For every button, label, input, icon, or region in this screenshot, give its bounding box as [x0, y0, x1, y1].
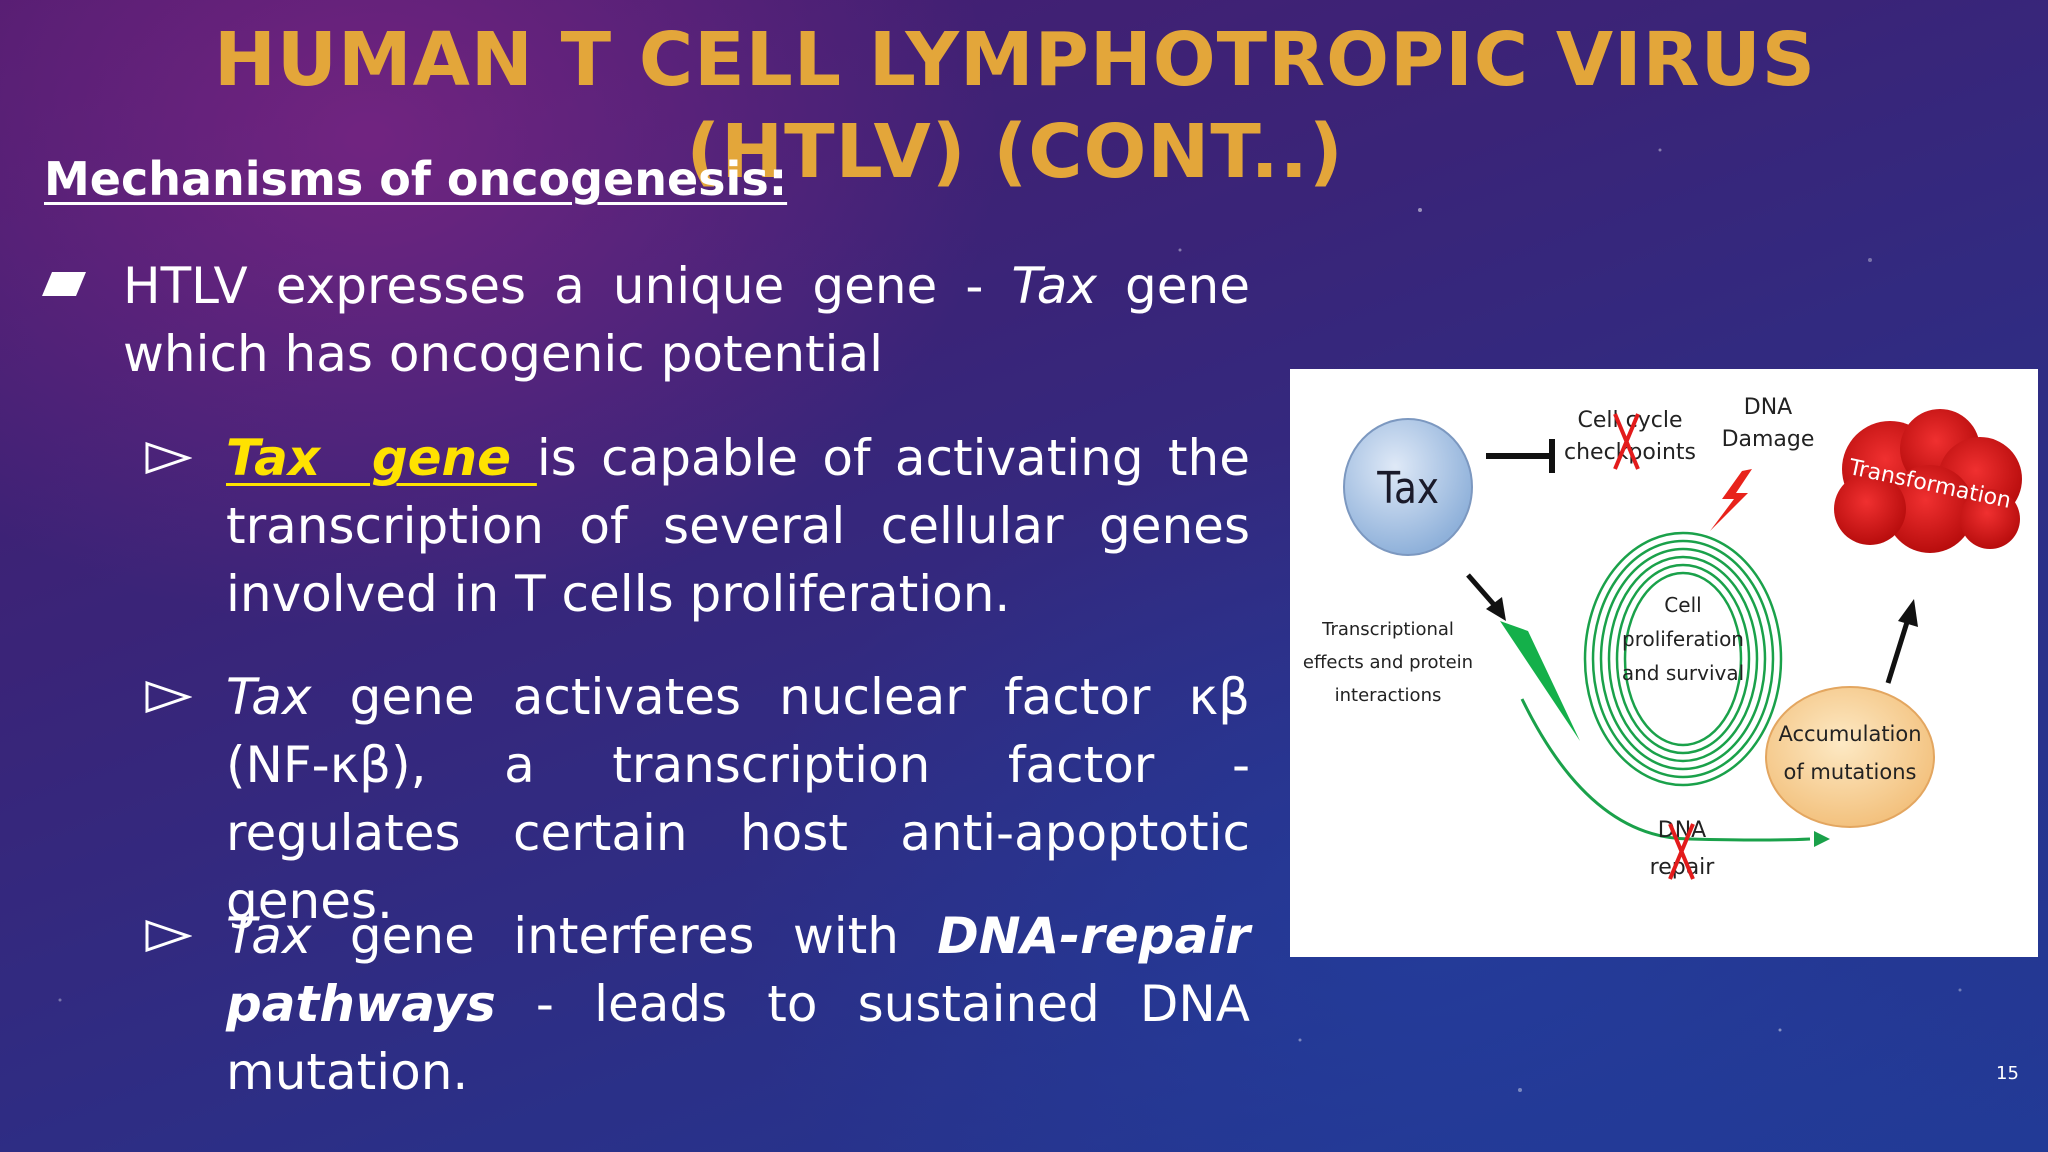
- section-subheading: Mechanisms of oncogenesis:: [44, 152, 788, 206]
- accumulation-to-transformation-arrowhead: [1898, 599, 1918, 627]
- accumulation-to-transformation-arrow: [1885, 618, 1911, 684]
- page-number: 15: [1996, 1063, 2019, 1084]
- sub-bullet-arrow-icon: [145, 919, 192, 953]
- bullet-main-text-2: gene which has oncogenic potential: [123, 257, 1250, 383]
- transcriptional-label-2: effects and protein: [1303, 652, 1473, 673]
- sub-bullet-3-italic: Tax: [226, 907, 312, 965]
- dna-damage-label-1: DNA: [1744, 395, 1792, 420]
- tax-label: Tax: [1376, 462, 1439, 514]
- sub-bullet-3-text-2: - leads to sustained DNA mutation.: [226, 975, 1250, 1101]
- slide-title: HUMAN T CELL LYMPHOTROPIC VIRUS (HTLV) (…: [213, 17, 1817, 195]
- tax-protein-circle: [1343, 418, 1473, 556]
- red-x-icon: [1613, 413, 1640, 470]
- green-wedge: [1500, 621, 1580, 741]
- tax-to-effects-arrowhead: [1486, 597, 1506, 621]
- spiral-tail-arrowhead: [1814, 831, 1830, 847]
- cell-prolif-label-1: Cell: [1664, 593, 1701, 617]
- transcriptional-label-3: interactions: [1335, 685, 1442, 706]
- bullet-main-italic: Tax: [1011, 257, 1097, 315]
- spiral-tail: [1520, 698, 1811, 842]
- accumulation-circle: [1765, 686, 1935, 828]
- dna-damage-label-2: Damage: [1722, 427, 1815, 452]
- sub-bullet-1: Tax gene is capable of activating the tr…: [226, 424, 1250, 628]
- cell-cycle-spiral: [1583, 531, 1783, 787]
- tax-oncogenesis-diagram: Tax Cell cycle checkpoints DNA Damage Ce…: [1290, 369, 2038, 957]
- dna-repair-label-2: repair: [1650, 855, 1716, 880]
- red-x-icon: [1668, 823, 1695, 880]
- sub-bullet-3: Tax gene interferes with DNA-repair path…: [226, 902, 1250, 1106]
- transformation-cloud-icon: [1834, 409, 2022, 553]
- cell-prolif-label-3: and survival: [1622, 661, 1744, 685]
- sub-bullet-1-text: is capable of activating the transcripti…: [226, 429, 1250, 623]
- sub-bullet-2-italic: Tax: [226, 668, 312, 726]
- accumulation-label-2: of mutations: [1784, 760, 1917, 784]
- sub-bullet-arrow-icon: [145, 441, 192, 475]
- transcriptional-label-1: Transcriptional: [1321, 619, 1454, 640]
- sub-bullet-arrow-icon: [145, 680, 192, 714]
- sub-bullet-3-text-1: gene interferes with: [311, 907, 938, 965]
- diagram-svg: Tax Cell cycle checkpoints DNA Damage Ce…: [1303, 395, 2022, 880]
- bullet-marker-icon: [42, 272, 86, 296]
- sub-bullet-2: Tax gene activates nuclear factor κβ (NF…: [226, 663, 1250, 935]
- tax-to-effects-arrow: [1466, 573, 1498, 609]
- lightning-bolt-icon: [1710, 469, 1752, 531]
- cell-prolif-label-2: proliferation: [1622, 627, 1744, 651]
- accumulation-label-1: Accumulation: [1778, 722, 1921, 746]
- dna-repair-label-1: DNA: [1658, 818, 1706, 843]
- sub-bullet-2-text: gene activates nuclear factor κβ (NF-κβ)…: [226, 668, 1250, 930]
- tax-gene-highlight: Tax gene: [226, 429, 537, 487]
- bullet-main-text-1: HTLV expresses a unique gene -: [123, 257, 1012, 315]
- dna-repair-pathways-emphasis: DNA-repair pathways: [226, 907, 1250, 1033]
- bullet-main: HTLV expresses a unique gene - Tax gene …: [123, 252, 1250, 388]
